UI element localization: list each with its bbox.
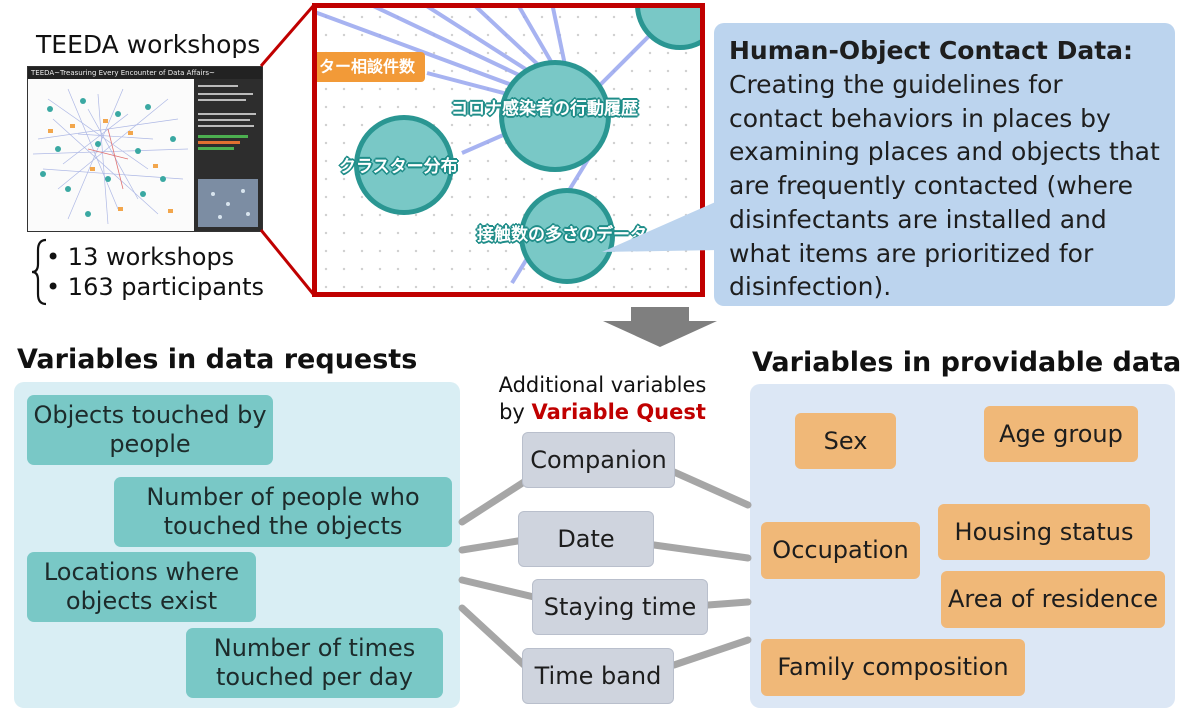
request-variable-label: Number of people who touched the objects: [146, 483, 420, 540]
providable-variable: Age group: [984, 406, 1138, 462]
participant-count-text: 163 participants: [67, 273, 265, 301]
zoomed-graph-view: ター相談件数 コロナ感染者の行動履歴 クラスター分布 接触数の多さのデータ: [312, 3, 705, 297]
providable-variable-label: Age group: [999, 419, 1123, 448]
additional-variable-label: Companion: [530, 445, 667, 474]
callout-body: Creating the guidelines for contact beha…: [729, 69, 1160, 302]
additional-variable: Companion: [522, 432, 675, 488]
graph-node-orange-label: ター相談件数: [319, 57, 416, 76]
middle-caption: Additional variables by Variable Quest: [480, 372, 725, 427]
request-variable-label: Objects touched by people: [33, 401, 267, 458]
additional-variable-label: Time band: [534, 661, 662, 690]
providable-variable: Occupation: [761, 522, 920, 579]
middle-caption-highlight: Variable Quest: [531, 400, 706, 425]
additional-variable-label: Date: [557, 524, 615, 553]
down-arrow-icon: [603, 307, 717, 347]
workshop-count-text: 13 workshops: [67, 243, 235, 271]
workshop-count: • 13 workshops: [46, 243, 235, 271]
providable-variable: Housing status: [938, 504, 1150, 560]
providable-variable-label: Sex: [823, 426, 868, 455]
graph-node-orange: ター相談件数: [317, 52, 426, 82]
request-variable: Number of times touched per day: [186, 628, 443, 698]
middle-caption-line2: by Variable Quest: [480, 399, 725, 426]
providable-variable-label: Family composition: [777, 653, 1009, 682]
participant-count: • 163 participants: [46, 273, 265, 301]
graph-node-cluster: [354, 115, 454, 215]
providable-variable: Sex: [795, 413, 896, 469]
callout-box: Human-Object Contact Data: Creating the …: [714, 23, 1175, 306]
providable-variable-label: Area of residence: [947, 585, 1159, 614]
graph-label-contact: 接触数の多さのデータ: [477, 225, 647, 245]
bullet-brace: [31, 238, 47, 306]
request-variable: Objects touched by people: [27, 395, 273, 465]
screenshot-titlebar: TEEDA~Treasuring Every Encounter of Data…: [28, 67, 262, 79]
graph-node-contact: [519, 188, 615, 284]
providable-variable-label: Housing status: [954, 517, 1134, 546]
providable-variable: Area of residence: [941, 571, 1165, 628]
middle-caption-line1: Additional variables: [498, 373, 707, 397]
graph-node-corona: [499, 60, 611, 172]
additional-variable-label: Staying time: [543, 592, 697, 621]
mini-network-graph: [28, 79, 262, 231]
providable-variable-label: Occupation: [772, 536, 909, 565]
middle-caption-by: by: [499, 400, 525, 425]
additional-variable: Time band: [522, 648, 674, 704]
request-variable: Locations where objects exist: [27, 552, 256, 622]
thumbnail-title: TEEDA workshops: [36, 30, 261, 59]
callout-title: Human-Object Contact Data:: [729, 36, 1134, 65]
request-variable: Number of people who touched the objects: [114, 477, 452, 547]
request-variable-label: Number of times touched per day: [213, 634, 416, 691]
graph-label-cluster: クラスター分布: [339, 157, 458, 177]
callout-pointer: [602, 200, 720, 252]
request-variable-label: Locations where objects exist: [43, 558, 240, 615]
graph-label-corona: コロナ感染者の行動履歴: [451, 99, 638, 119]
workshop-screenshot: TEEDA~Treasuring Every Encounter of Data…: [27, 66, 263, 232]
providable-variable: Family composition: [761, 639, 1025, 696]
right-section-title: Variables in providable data: [752, 347, 1181, 378]
additional-variable: Staying time: [532, 579, 708, 635]
screenshot-window-title: TEEDA~Treasuring Every Encounter of Data…: [31, 69, 215, 77]
additional-variable: Date: [518, 511, 654, 567]
left-section-title: Variables in data requests: [17, 344, 418, 375]
